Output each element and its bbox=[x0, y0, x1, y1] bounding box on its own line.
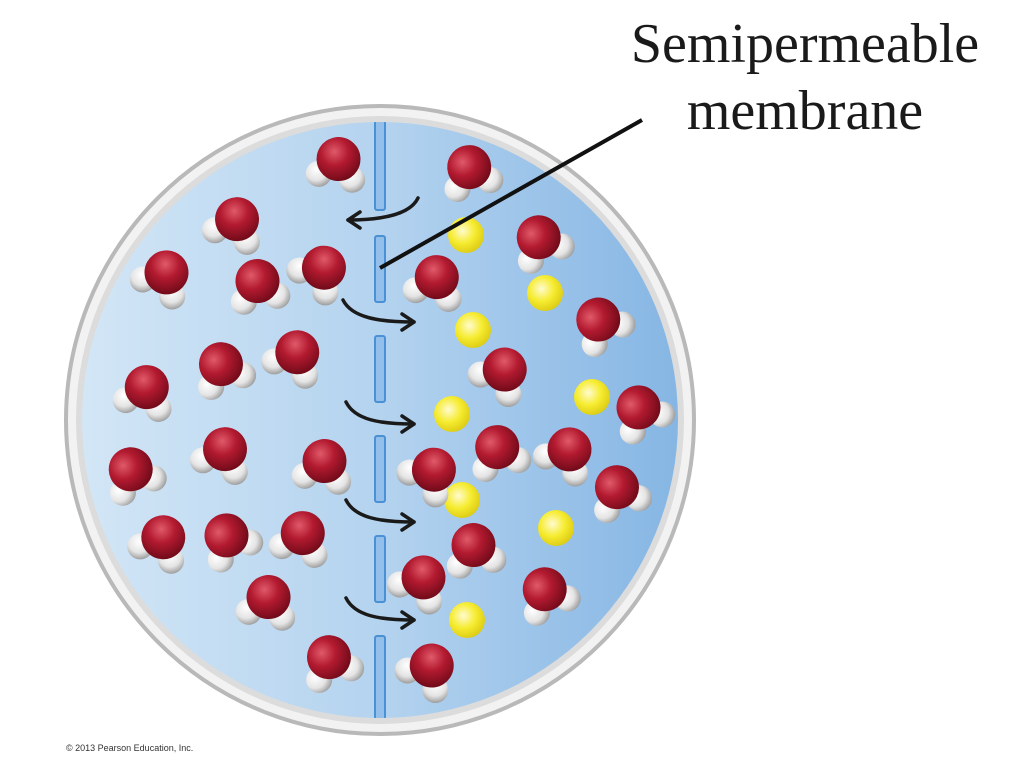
membrane-segment bbox=[375, 236, 385, 302]
solute-particle-icon bbox=[434, 396, 470, 432]
solute-particle-icon bbox=[527, 275, 563, 311]
solute-particle-icon bbox=[444, 482, 480, 518]
membrane-segment bbox=[375, 436, 385, 502]
membrane-label-line1: Semipermeable bbox=[595, 16, 1015, 72]
solute-particle-icon bbox=[538, 510, 574, 546]
membrane-segment bbox=[375, 536, 385, 602]
membrane-segment bbox=[375, 636, 385, 720]
solute-particle-icon bbox=[455, 312, 491, 348]
solute-particle-icon bbox=[574, 379, 610, 415]
solute-particle-icon bbox=[448, 217, 484, 253]
membrane-segment bbox=[375, 120, 385, 210]
membrane-label-line2: membrane bbox=[595, 83, 1015, 139]
solute-particle-icon bbox=[449, 602, 485, 638]
membrane-segment bbox=[375, 336, 385, 402]
copyright-notice: © 2013 Pearson Education, Inc. bbox=[66, 743, 193, 753]
